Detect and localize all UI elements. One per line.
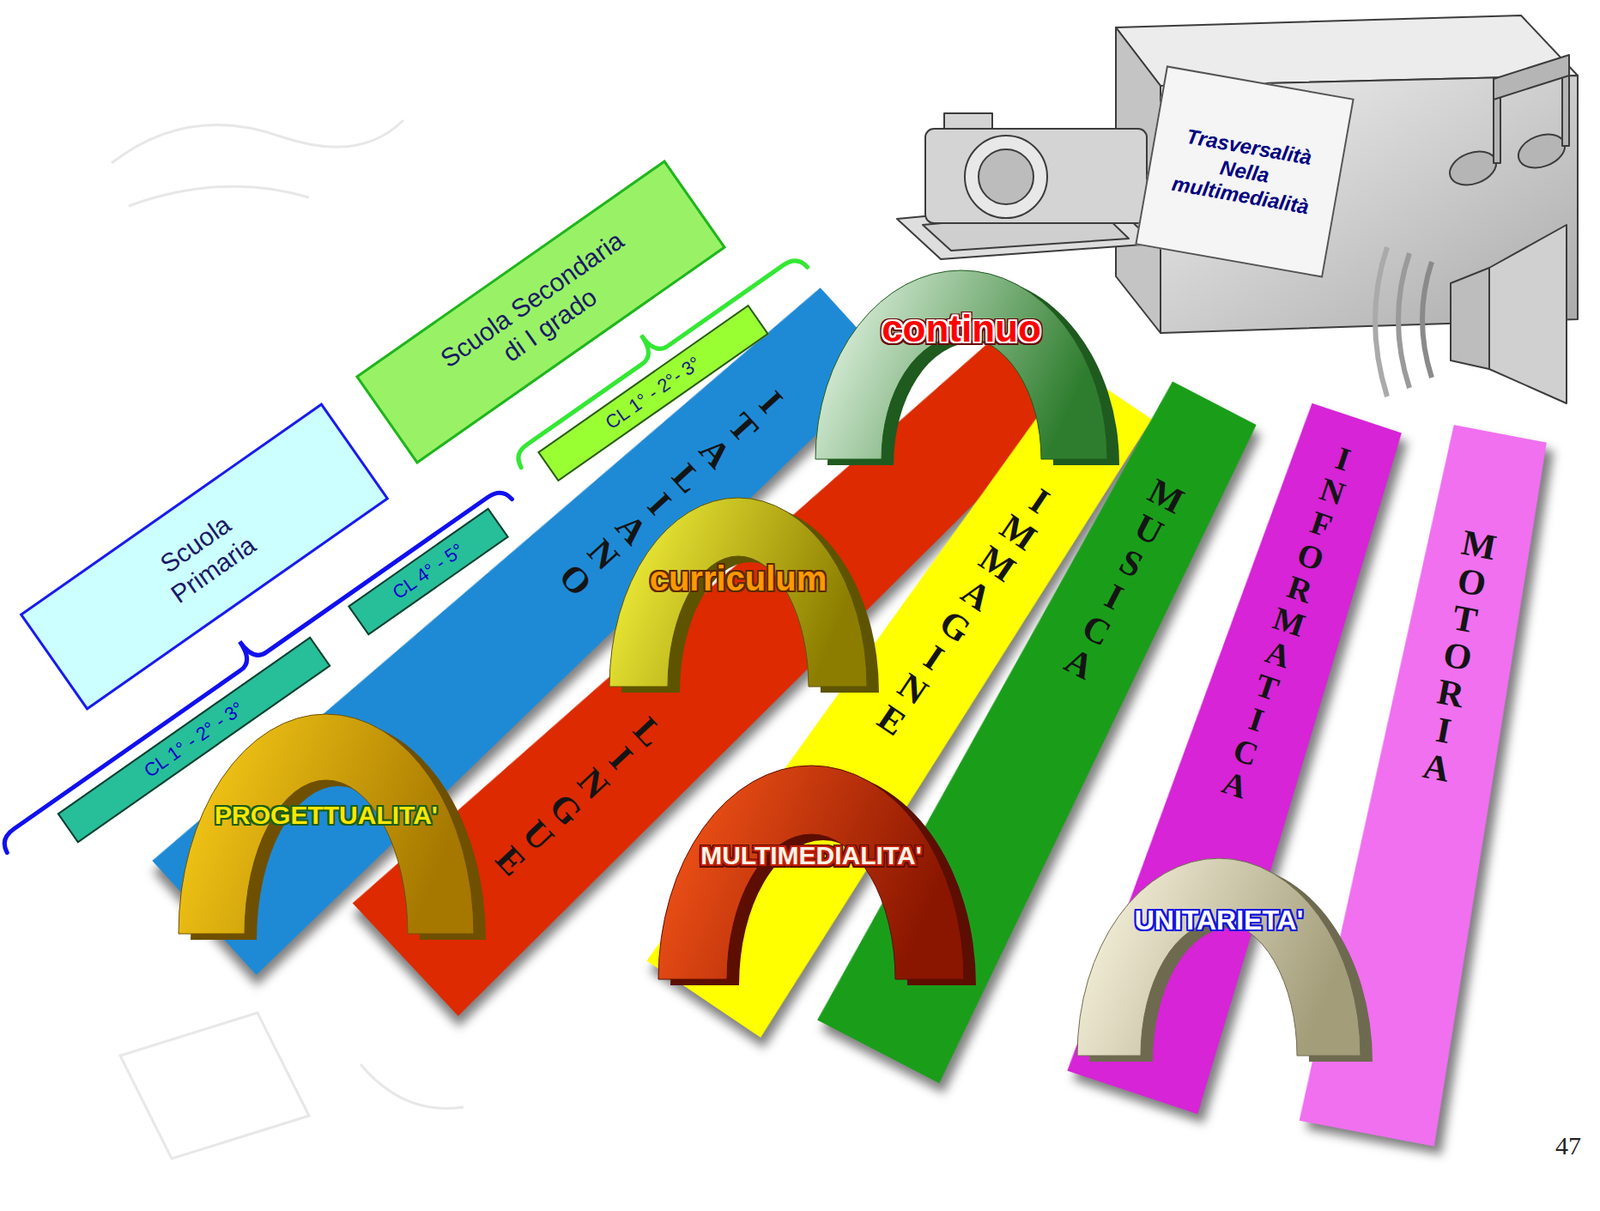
arch-figure (1077, 858, 1376, 1068)
school-box: Scuola Primaria (19, 402, 390, 711)
arch-figure (178, 714, 490, 946)
arch-label: MULTIMEDIALITA' (700, 841, 922, 872)
box-label: Scuola Primaria (133, 493, 275, 619)
arch-label: continuo (881, 307, 1042, 352)
arch-front (609, 497, 867, 687)
screen-box: Trasversalità Nella multimedialità (1134, 65, 1354, 278)
arch-shape: PROGETTUALITA' (178, 714, 490, 946)
arch-shape: UNITARIETA' (1077, 858, 1376, 1068)
arch-front (178, 714, 474, 934)
arch-front (815, 270, 1108, 460)
box-label: Trasversalità Nella multimedialità (1163, 121, 1325, 221)
arch-front (1077, 858, 1361, 1056)
arch-shape: continuo (815, 270, 1123, 472)
arch-label: PROGETTUALITA' (214, 800, 438, 831)
page-number: 47 (1555, 1131, 1582, 1161)
arch-label: UNITARIETA' (1134, 904, 1304, 937)
arch-figure (815, 270, 1123, 472)
page-number-holder: 47 (1555, 1131, 1582, 1161)
arch-shape: MULTIMEDIALITA' (658, 765, 980, 992)
arch-label: curriculum (649, 558, 828, 599)
arch-figure (658, 765, 980, 992)
arch-shape: curriculum (609, 497, 883, 699)
box-label: CL 4° - 5° (387, 539, 468, 605)
arch-figure (609, 497, 883, 699)
arch-front (658, 765, 964, 980)
box-label: Scuola Secondaria di I grado (428, 219, 654, 404)
